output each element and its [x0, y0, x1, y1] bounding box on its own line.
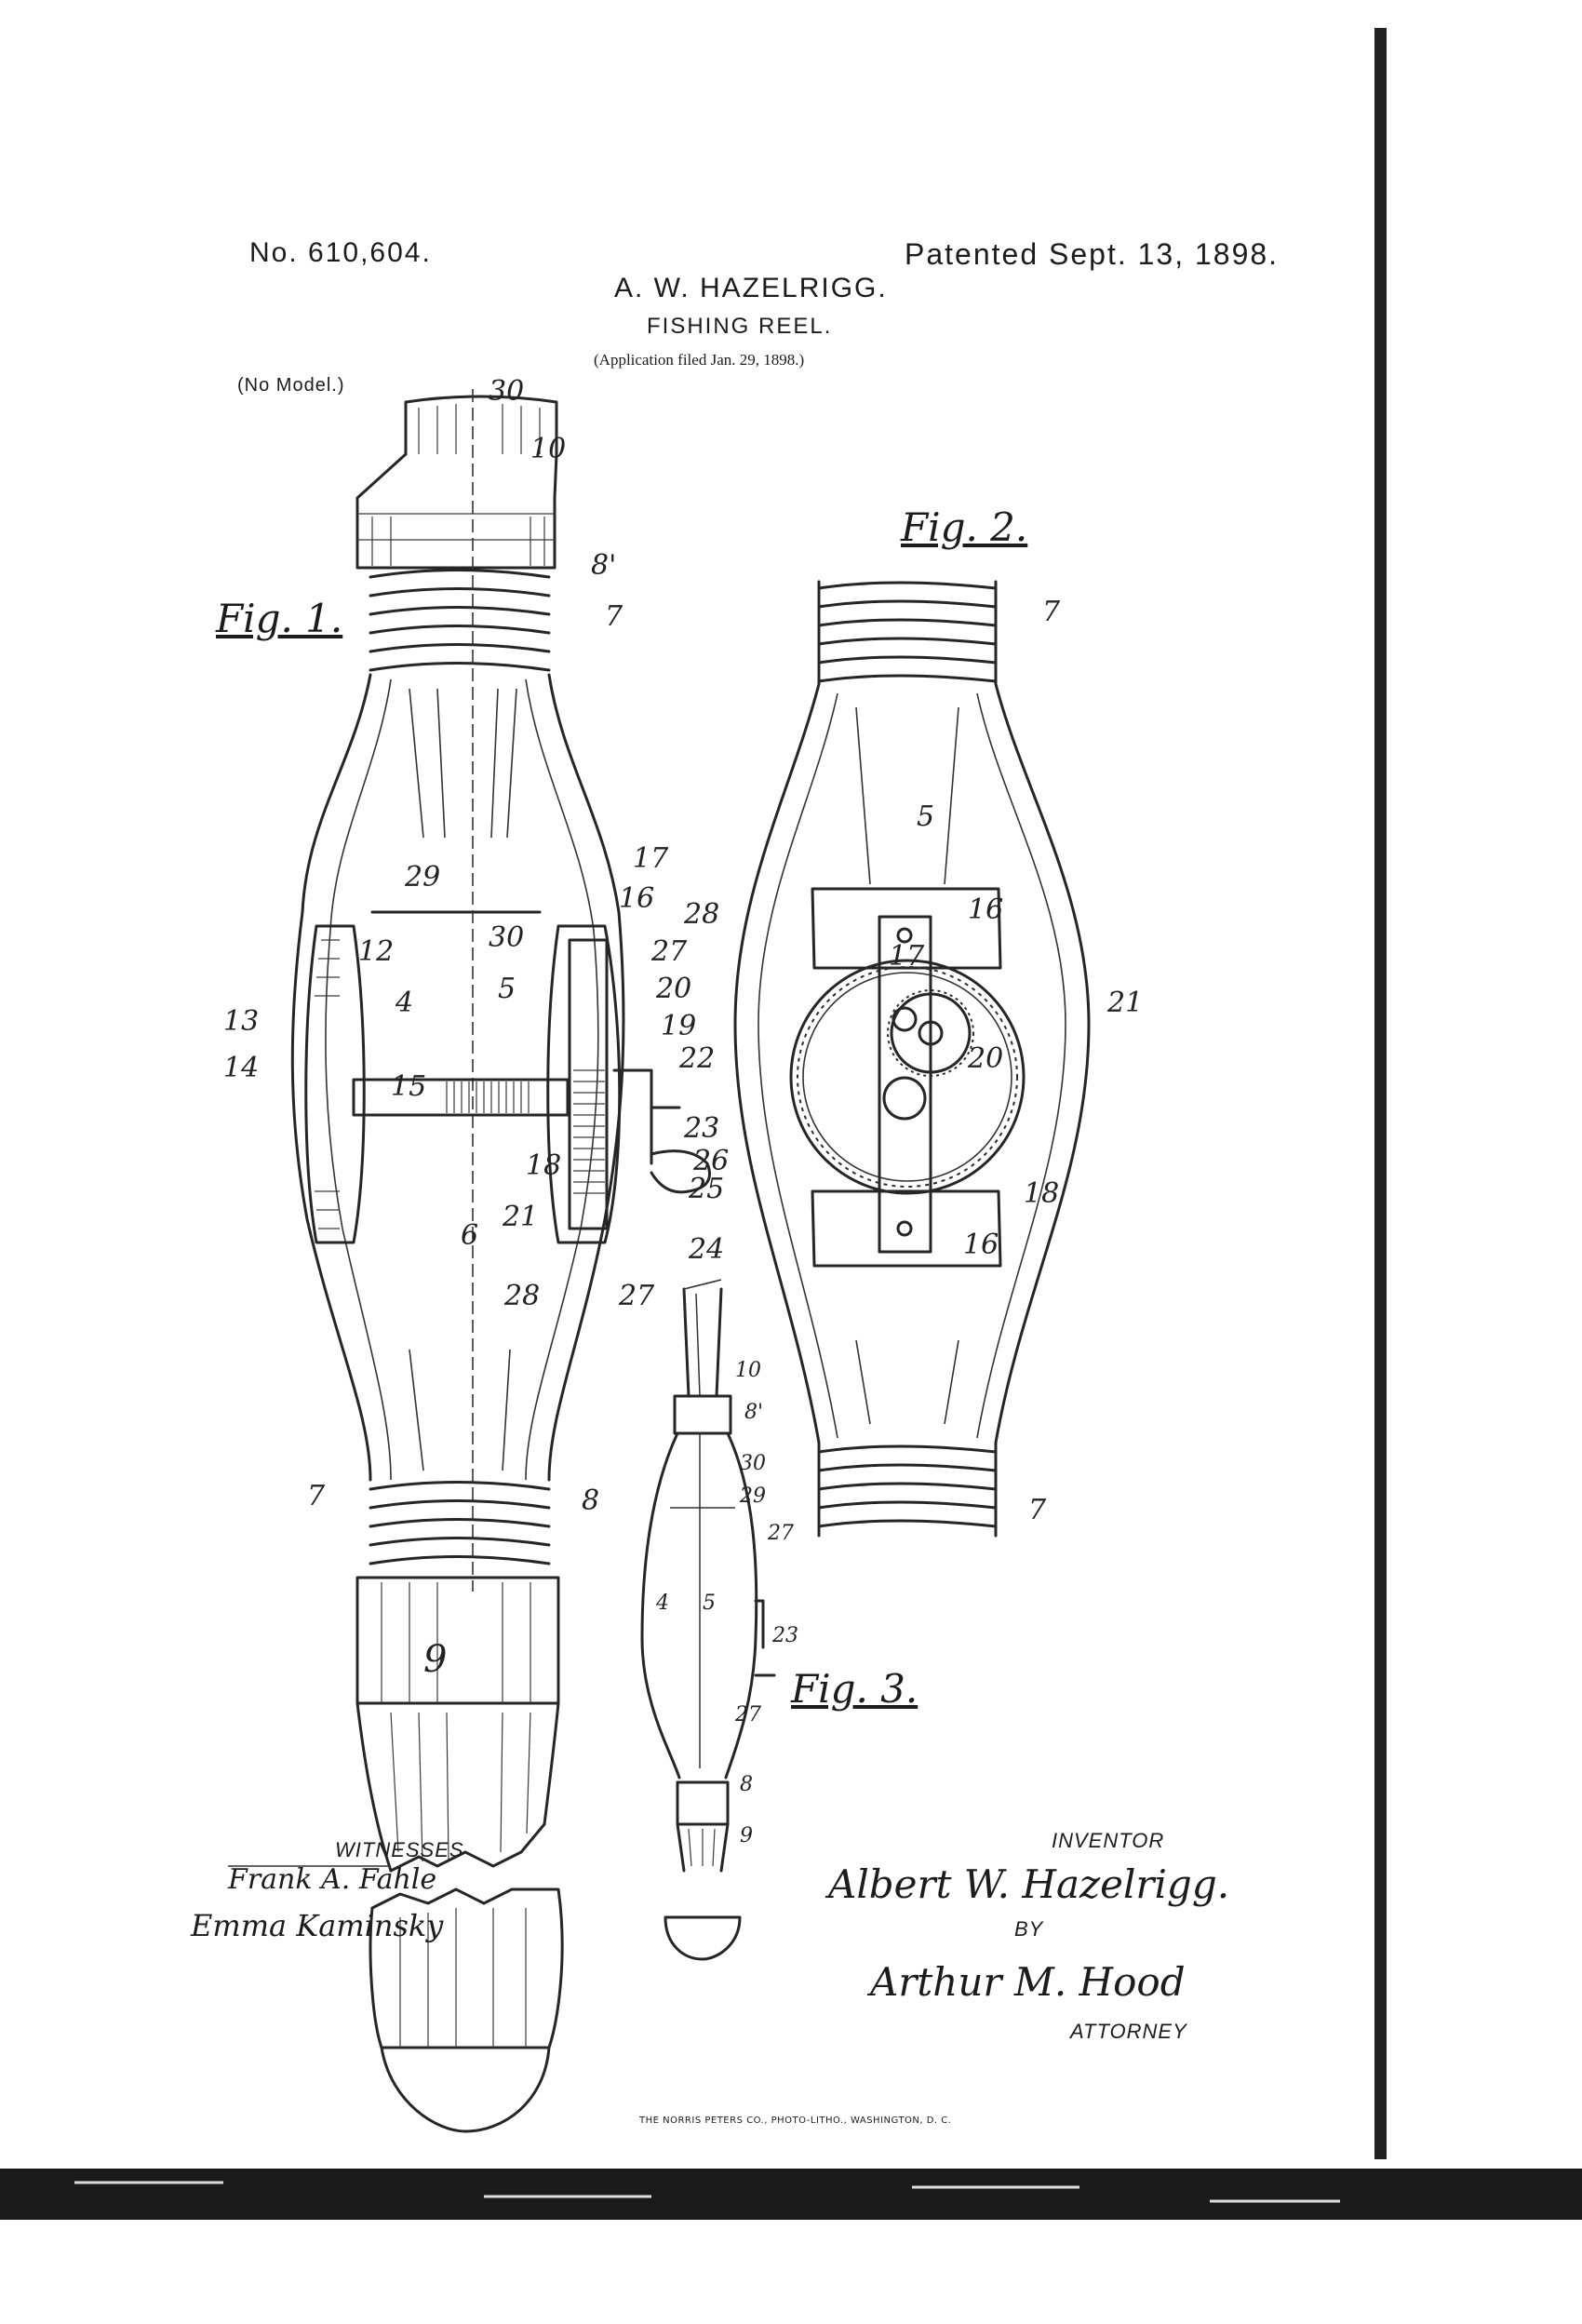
scan-bottom-band [0, 2169, 1582, 2220]
ref-numeral: 5 [703, 1592, 716, 1615]
ref-numeral: 26 [693, 1145, 730, 1177]
ref-numeral: 8 [582, 1484, 600, 1517]
ref-numeral: 25 [689, 1173, 725, 1205]
ref-numeral: 19 [661, 1010, 697, 1042]
ref-numeral: 17 [633, 842, 669, 875]
ref-numeral: 18 [1024, 1177, 1060, 1210]
ref-numeral: 10 [735, 1359, 761, 1382]
ref-numeral: 24 [689, 1233, 725, 1266]
ref-numeral: 7 [307, 1480, 326, 1512]
printer-imprint: THE NORRIS PETERS CO., PHOTO-LITHO., WAS… [639, 2116, 952, 2126]
ref-numeral: 16 [619, 882, 655, 915]
inventor-name-heading: A. W. HAZELRIGG. [614, 273, 888, 303]
ref-numeral: 16 [968, 893, 1004, 926]
no-model-note: (No Model.) [237, 375, 345, 396]
ref-numeral: 17 [889, 940, 925, 973]
fig-2-drawing [733, 580, 1091, 1538]
ref-numeral: 22 [679, 1042, 716, 1075]
ref-numeral: 21 [1107, 987, 1144, 1019]
attorney-label: ATTORNEY [1070, 2020, 1187, 2043]
ref-numeral: 9 [740, 1824, 753, 1847]
ref-numeral: 13 [223, 1005, 260, 1038]
ref-numeral: 29 [405, 861, 441, 893]
ref-numeral: 12 [358, 935, 395, 968]
fig-2-label: Fig. 2. [901, 504, 1028, 550]
fig-3-label: Fig. 3. [791, 1666, 918, 1712]
application-filed: (Application filed Jan. 29, 1898.) [594, 351, 805, 369]
ref-numeral: 7 [1042, 596, 1061, 628]
witness-2-signature: Emma Kaminsky [191, 1908, 444, 1943]
inventor-signature: Albert W. Hazelrigg. [828, 1861, 1230, 1907]
ref-numeral: 30 [740, 1452, 766, 1475]
ref-numeral: 30 [489, 375, 525, 408]
scan-edge-bar [1374, 28, 1387, 2159]
ref-numeral: 6 [461, 1219, 479, 1252]
patented-date: Patented Sept. 13, 1898. [905, 237, 1280, 271]
invention-title: FISHING REEL. [647, 314, 833, 339]
inventor-label: INVENTOR [1052, 1829, 1165, 1852]
ref-numeral: 15 [391, 1070, 427, 1103]
ref-numeral: 27 [735, 1703, 761, 1726]
attorney-signature: Arthur M. Hood [870, 1959, 1186, 2005]
ref-numeral: 8 [740, 1773, 753, 1796]
ref-numeral: 20 [968, 1042, 1004, 1075]
ref-numeral: 27 [619, 1280, 655, 1312]
ref-numeral: 4 [656, 1592, 669, 1615]
fig-1-drawing [290, 389, 711, 2133]
ref-numeral: 28 [504, 1280, 541, 1312]
ref-numeral: 21 [503, 1201, 539, 1233]
ref-numeral: 14 [223, 1052, 260, 1084]
witnesses-label: WITNESSES [335, 1838, 464, 1861]
ref-numeral: 7 [1028, 1494, 1047, 1526]
ref-numeral: 18 [526, 1149, 562, 1182]
witness-1-signature: Frank A. Fahle [228, 1863, 437, 1896]
by-label: BY [1014, 1917, 1044, 1941]
ref-numeral: 29 [740, 1484, 766, 1508]
ref-numeral: 8' [744, 1401, 764, 1424]
ref-numeral: 9 [423, 1638, 448, 1681]
ref-numeral: 5 [498, 973, 516, 1005]
ref-numeral: 5 [917, 800, 935, 833]
ref-numeral: 23 [684, 1112, 720, 1145]
ref-numeral: 28 [684, 898, 720, 931]
ref-numeral: 27 [651, 935, 688, 968]
fig-1-label: Fig. 1. [216, 596, 343, 641]
ref-numeral: 23 [772, 1624, 798, 1647]
fig-3-drawing [640, 1279, 776, 1961]
ref-numeral: 27 [768, 1522, 794, 1545]
ref-numeral: 8' [591, 549, 617, 582]
ref-numeral: 16 [963, 1229, 999, 1261]
ref-numeral: 20 [656, 973, 692, 1005]
ref-numeral: 4 [396, 987, 414, 1019]
patent-number: No. 610,604. [249, 237, 432, 268]
ref-numeral: 10 [530, 433, 567, 465]
ref-numeral: 30 [489, 921, 525, 954]
ref-numeral: 7 [605, 600, 623, 633]
